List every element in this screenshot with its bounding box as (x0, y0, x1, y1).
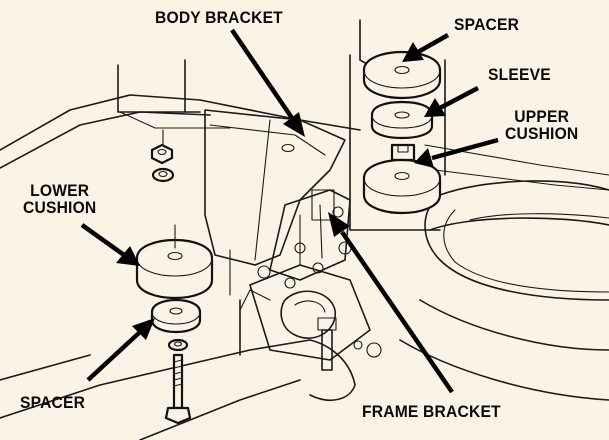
bolt-part (164, 338, 192, 425)
sleeve-stem (390, 143, 416, 162)
label-body-bracket: BODY BRACKET (155, 9, 283, 26)
body-bracket-shape (204, 109, 346, 266)
leader-arrows (80, 28, 499, 394)
body-floor-outline (0, 19, 609, 231)
arrow-body-bracket (230, 28, 294, 120)
label-frame-bracket-text: FRAME BRACKET (362, 402, 501, 421)
arrow-spacer-top (416, 33, 450, 54)
arrow-frame-bracket (340, 230, 454, 394)
sleeve-part (370, 100, 434, 140)
label-upper-cushion-line1: UPPER (514, 107, 570, 126)
label-frame-bracket: FRAME BRACKET (362, 403, 501, 420)
frame-rail (399, 180, 609, 401)
label-upper-cushion: UPPER CUSHION (505, 108, 578, 142)
lower-spacer-part (150, 298, 202, 334)
upper-cushion-part (362, 158, 442, 215)
label-lower-cushion-line1: LOWER (30, 181, 90, 200)
label-sleeve-text: SLEEVE (488, 65, 551, 84)
frame-bracket-shape (249, 189, 382, 371)
lower-cushion-part (135, 224, 214, 300)
arrow-lower-cushion (80, 223, 126, 257)
upper-left-nuts (150, 129, 175, 183)
label-spacer-bottom-text: SPACER (20, 393, 86, 412)
label-body-bracket-text: BODY BRACKET (155, 8, 283, 27)
label-lower-cushion-line2: CUSHION (23, 198, 97, 217)
arrow-upper-cushion (431, 137, 499, 161)
arrow-sleeve (438, 86, 480, 110)
label-spacer-bottom: SPACER (20, 394, 85, 411)
arrow-spacer-bottom (86, 330, 142, 382)
label-spacer-top-text: SPACER (454, 15, 520, 34)
top-spacer-part (362, 50, 442, 100)
label-lower-cushion: LOWER CUSHION (23, 182, 96, 216)
label-upper-cushion-line2: CUSHION (505, 124, 579, 143)
label-spacer-top: SPACER (454, 16, 519, 33)
label-sleeve: SLEEVE (488, 66, 551, 83)
